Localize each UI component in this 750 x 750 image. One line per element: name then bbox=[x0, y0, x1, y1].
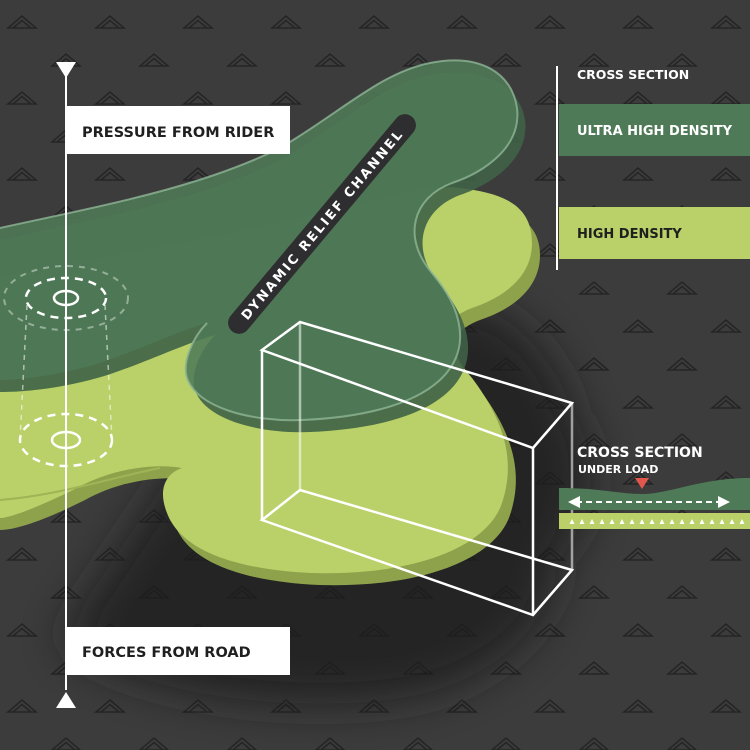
road-force-ticks bbox=[569, 519, 745, 524]
road-force-tick bbox=[689, 519, 695, 524]
pressure-label-box: PRESSURE FROM RIDER bbox=[66, 106, 290, 154]
road-force-tick bbox=[739, 519, 745, 524]
high-density-inner-curve bbox=[0, 467, 161, 501]
road-force-tick bbox=[639, 519, 645, 524]
load-title: CROSS SECTION bbox=[577, 445, 703, 461]
pressure-label: PRESSURE FROM RIDER bbox=[82, 125, 274, 141]
road-force-tick bbox=[589, 519, 595, 524]
double-arrow-icon bbox=[568, 496, 730, 508]
road-force-tick bbox=[599, 519, 605, 524]
legend-ultra-label: ULTRA HIGH DENSITY bbox=[577, 124, 733, 139]
road-force-tick bbox=[609, 519, 615, 524]
road-force-tick bbox=[669, 519, 675, 524]
triangle-down-icon bbox=[635, 478, 649, 489]
road-force-tick bbox=[569, 519, 575, 524]
load-cross-section: CROSS SECTION UNDER LOAD bbox=[559, 445, 750, 529]
road-force-tick bbox=[709, 519, 715, 524]
road-force-tick bbox=[579, 519, 585, 524]
legend-title: CROSS SECTION bbox=[577, 67, 689, 82]
road-force-tick bbox=[729, 519, 735, 524]
forces-label-box: FORCES FROM ROAD bbox=[66, 627, 290, 675]
triangle-up-icon bbox=[56, 692, 76, 708]
road-force-tick bbox=[699, 519, 705, 524]
cross-section-plane bbox=[259, 320, 575, 617]
road-force-tick bbox=[649, 519, 655, 524]
load-high-band bbox=[559, 513, 750, 529]
road-force-tick bbox=[629, 519, 635, 524]
legend-ultra-swatch bbox=[559, 104, 750, 156]
road-force-tick bbox=[679, 519, 685, 524]
legend-high-label: HIGH DENSITY bbox=[577, 227, 682, 242]
road-force-tick bbox=[719, 519, 725, 524]
legend-high-swatch bbox=[559, 207, 750, 259]
density-legend: CROSS SECTION ULTRA HIGH DENSITY HIGH DE… bbox=[556, 66, 750, 270]
pressure-target bbox=[3, 265, 129, 441]
road-target bbox=[18, 412, 114, 468]
force-axis bbox=[56, 62, 76, 708]
load-subtitle: UNDER LOAD bbox=[578, 463, 658, 476]
road-force-tick bbox=[619, 519, 625, 524]
road-force-tick bbox=[659, 519, 665, 524]
triangle-down-icon bbox=[56, 62, 76, 78]
forces-label: FORCES FROM ROAD bbox=[82, 645, 251, 661]
